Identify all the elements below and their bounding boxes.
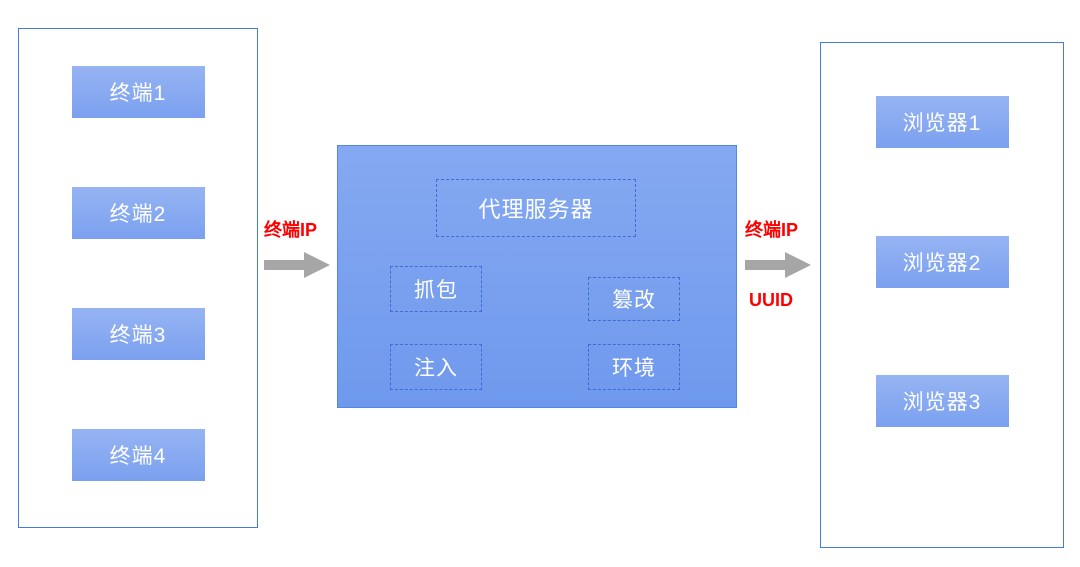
module-tamper-box: 篡改 [588, 277, 680, 321]
arrow-right-icon [745, 252, 811, 278]
left-arrow-label: 终端IP [264, 220, 318, 240]
browser-node-2: 浏览器2 [875, 235, 1009, 288]
browser-node-2-label: 浏览器2 [902, 251, 982, 275]
terminal-node-2-label: 终端2 [109, 203, 167, 226]
right-arrow-label-top: 终端IP [745, 220, 799, 240]
terminal-node-1: 终端1 [71, 66, 205, 118]
terminal-group-container: 终端1 终端2 终端3 终端4 [18, 28, 258, 528]
module-environment-box: 环境 [588, 344, 680, 390]
module-inject-box: 注入 [390, 344, 482, 390]
terminal-node-3: 终端3 [71, 308, 205, 360]
proxy-server-box: 代理服务器 抓包 篡改 注入 环境 [337, 145, 737, 408]
proxy-server-title-box: 代理服务器 [436, 179, 636, 237]
module-inject-label: 注入 [414, 357, 458, 380]
module-environment-label: 环境 [612, 357, 656, 380]
terminal-node-4-label: 终端4 [109, 445, 167, 468]
module-tamper-label: 篡改 [612, 289, 656, 312]
right-arrow-label-bottom: UUID [749, 290, 793, 310]
browser-node-3-label: 浏览器3 [902, 391, 982, 414]
terminal-node-3-label: 终端3 [109, 324, 167, 347]
browser-node-1: 浏览器1 [875, 96, 1009, 148]
browser-group-container: 浏览器1 浏览器2 浏览器3 [820, 42, 1064, 548]
module-capture-label: 抓包 [414, 279, 458, 302]
browser-node-3: 浏览器3 [875, 375, 1009, 427]
terminal-node-4: 终端4 [71, 429, 205, 481]
terminal-node-2: 终端2 [71, 187, 205, 239]
proxy-server-title: 代理服务器 [478, 197, 594, 222]
terminal-node-1-label: 终端1 [109, 82, 167, 105]
browser-node-1-label: 浏览器1 [902, 112, 982, 135]
module-capture-box: 抓包 [390, 266, 482, 312]
arrow-right-icon [264, 252, 330, 278]
